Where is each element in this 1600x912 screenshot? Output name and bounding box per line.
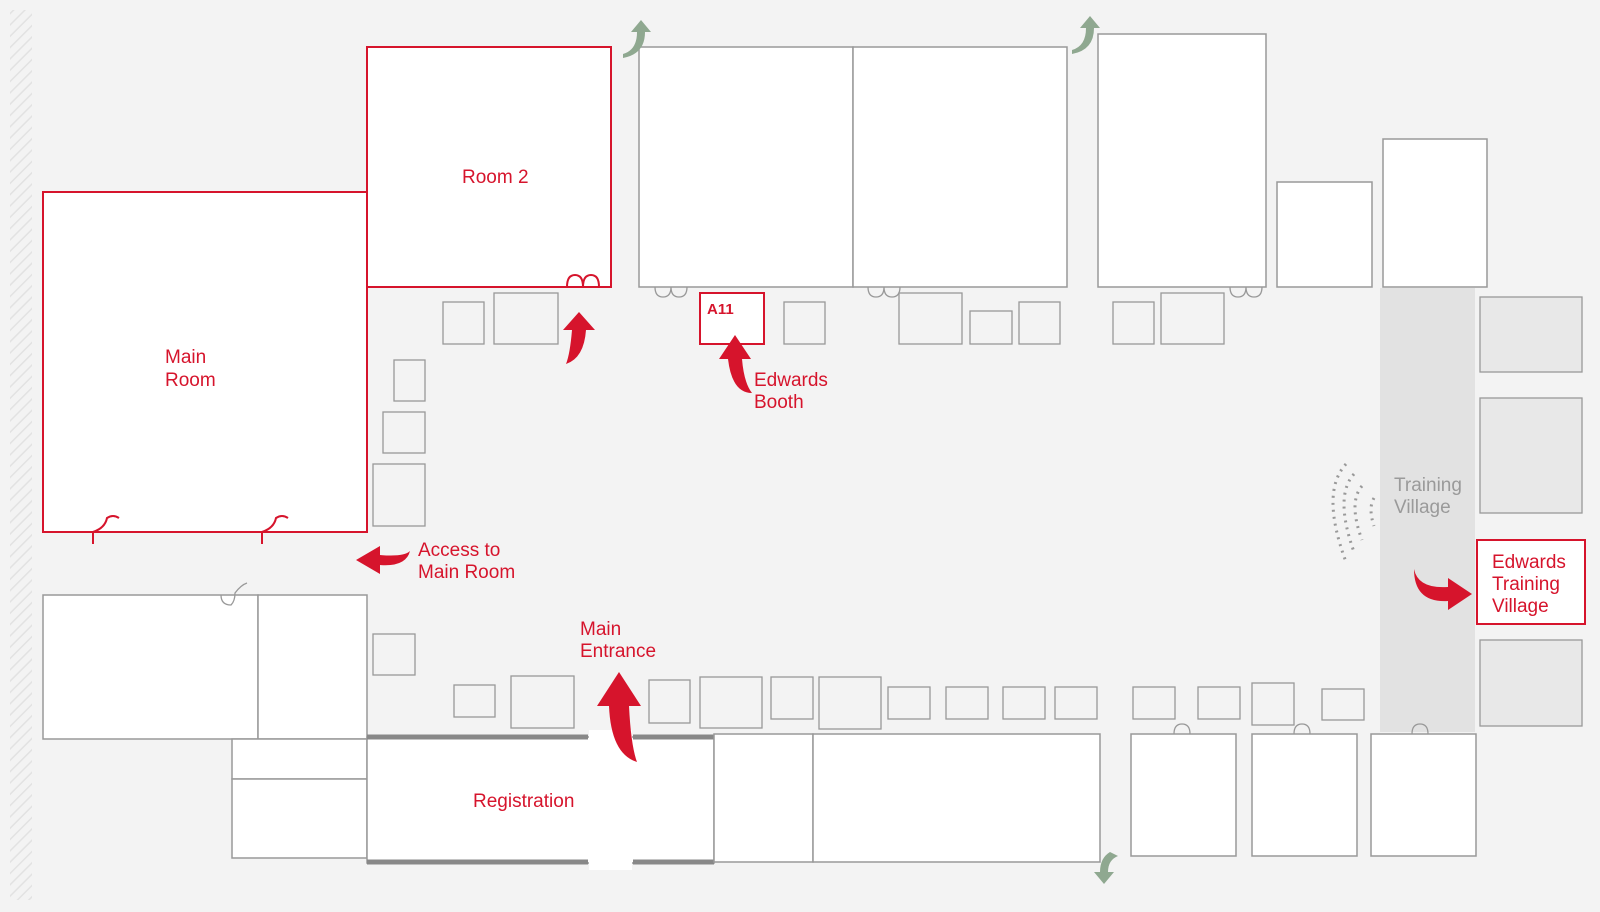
booth[interactable] — [1197, 686, 1241, 720]
room-bottom-mid-a — [713, 733, 814, 863]
training-room-c — [1479, 639, 1583, 727]
door-icon — [261, 515, 289, 544]
training-village-label-2: Village — [1394, 497, 1451, 518]
booth-a11-label: A11 — [707, 301, 734, 318]
room-bottom-right-c — [1370, 723, 1477, 857]
training-room-a — [1479, 296, 1583, 373]
direction-arrow-icon — [356, 546, 410, 574]
training-room-b — [1479, 397, 1583, 514]
room-bottom-left-c — [231, 738, 368, 780]
booth[interactable] — [887, 686, 931, 720]
edwards-tv-label-3: Village — [1492, 596, 1549, 617]
booth[interactable] — [1321, 688, 1365, 721]
room-bottom-right-a — [1130, 723, 1237, 857]
booth[interactable] — [1054, 686, 1098, 720]
booth[interactable] — [382, 411, 426, 454]
booth[interactable] — [510, 675, 575, 729]
room-bottom-left — [42, 582, 259, 740]
booth-a11[interactable]: A11 — [699, 292, 765, 345]
booth[interactable] — [372, 633, 416, 676]
room-bottom-right-b — [1251, 723, 1358, 857]
booth[interactable] — [393, 359, 426, 402]
edwards-tv-label: Edwards — [1492, 552, 1566, 573]
edwards-tv-label-2: Training — [1492, 574, 1560, 595]
booth[interactable] — [969, 310, 1013, 345]
main-room[interactable]: Main Room — [42, 191, 368, 544]
training-village-area — [1380, 288, 1475, 732]
booth[interactable] — [898, 292, 963, 345]
door-icon — [92, 515, 120, 544]
main-entrance-label: Main — [580, 619, 621, 640]
booth[interactable] — [453, 684, 496, 718]
booth[interactable] — [648, 679, 691, 724]
room-top-a — [638, 46, 854, 298]
registration-area[interactable]: Registration — [366, 730, 715, 870]
direction-arrow-icon — [1414, 569, 1472, 610]
access-main-room-label-2: Main Room — [418, 562, 515, 583]
room-bottom-left-d — [231, 778, 368, 859]
exit-arrow-icon — [1094, 852, 1118, 884]
booth[interactable] — [1112, 301, 1155, 345]
edwards-booth-label-2: Booth — [754, 392, 804, 413]
main-room-label-2: Room — [165, 370, 216, 391]
door-icon — [566, 273, 600, 288]
room-top-e — [1382, 138, 1488, 288]
room-2[interactable]: Room 2 — [366, 46, 612, 288]
room-bottom-mid-b — [812, 733, 1101, 863]
edwards-training-village[interactable]: Edwards Training Village — [1476, 539, 1586, 625]
booth[interactable] — [699, 676, 763, 729]
hatched-margin — [10, 10, 32, 900]
booth[interactable] — [1018, 301, 1061, 345]
booth[interactable] — [945, 686, 989, 720]
room-2-label: Room 2 — [462, 167, 529, 188]
exit-arrow-icon — [1072, 16, 1100, 54]
booth[interactable] — [1132, 686, 1176, 720]
room-top-d — [1276, 181, 1373, 288]
registration-label: Registration — [473, 791, 574, 812]
booth[interactable] — [493, 292, 559, 345]
room-bottom-left-b — [257, 594, 368, 740]
booth[interactable] — [1251, 682, 1295, 726]
booth[interactable] — [783, 301, 826, 345]
booth[interactable] — [1002, 686, 1046, 720]
direction-arrow-icon — [719, 335, 752, 393]
wifi-signal-icon — [1331, 462, 1376, 563]
edwards-booth-label: Edwards — [754, 370, 828, 391]
exit-arrow-icon — [623, 20, 651, 58]
booth[interactable] — [442, 301, 485, 345]
main-room-label: Main — [165, 347, 206, 368]
booth[interactable] — [372, 463, 426, 527]
booth[interactable] — [1160, 292, 1225, 345]
direction-arrow-icon — [563, 312, 595, 364]
direction-arrow-icon — [597, 672, 641, 762]
main-entrance-label-2: Entrance — [580, 641, 656, 662]
training-village-label: Training — [1394, 475, 1462, 496]
room-top-c — [1097, 33, 1267, 298]
booth[interactable] — [818, 676, 882, 730]
access-main-room-label: Access to — [418, 540, 500, 561]
room-top-b — [852, 46, 1068, 298]
booth[interactable] — [770, 676, 814, 720]
